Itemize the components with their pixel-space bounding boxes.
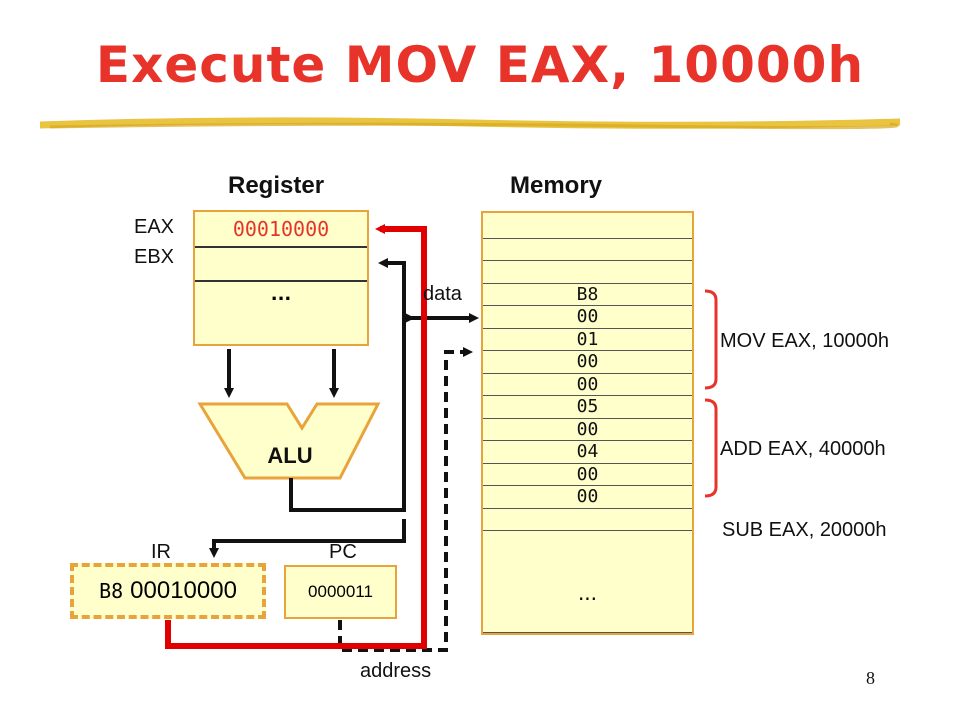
memory-cell: 05 (483, 396, 692, 419)
memory-cell (483, 610, 692, 633)
memory-cell: 00 (483, 306, 692, 329)
memory-cell: 00 (483, 464, 692, 486)
program-counter: 0000011 (284, 565, 397, 619)
data-bus-label: data (423, 283, 462, 305)
slide-title: Execute MOV EAX, 10000h (95, 36, 865, 94)
instruction-mov: MOV EAX, 10000h (720, 330, 889, 352)
memory-cell (483, 509, 692, 531)
pc-label: PC (329, 541, 357, 563)
memory-cell (483, 239, 692, 261)
address-bus-label: address (360, 660, 432, 682)
alu-shape (197, 402, 381, 480)
memory-cell: 00 (483, 419, 692, 441)
memory-cell: 00 (483, 374, 692, 396)
memory-header: Memory (510, 172, 603, 199)
memory-ellipsis: ... (577, 581, 598, 605)
register-ellipsis: ... (270, 284, 292, 305)
memory-cell (483, 216, 692, 239)
register-header: Register (228, 172, 325, 199)
mov-bracket (704, 289, 718, 390)
register-file: 00010000 ... (193, 210, 369, 346)
memory-cell: 00 (483, 486, 692, 509)
instruction-add: ADD EAX, 40000h (720, 438, 886, 460)
eax-register: 00010000 (195, 212, 367, 248)
instruction-register: B8 00010000 (70, 563, 266, 619)
instruction-sub: SUB EAX, 20000h (722, 519, 887, 541)
ir-opcode: B8 (99, 579, 124, 603)
ebx-label: EBX (134, 246, 175, 268)
memory-cell: 01 (483, 329, 692, 351)
memory-cell: 04 (483, 441, 692, 464)
add-bracket (704, 398, 718, 498)
alu-label: ALU (267, 443, 313, 468)
memory-cell (483, 261, 692, 284)
title-underline (40, 117, 900, 130)
page-number: 8 (866, 668, 875, 688)
ir-label: IR (151, 541, 171, 563)
ebx-register (195, 248, 367, 282)
ir-operand: 00010000 (130, 577, 237, 604)
memory-cell: 00 (483, 351, 692, 374)
eax-label: EAX (134, 216, 175, 238)
memory-cell: B8 (483, 284, 692, 306)
